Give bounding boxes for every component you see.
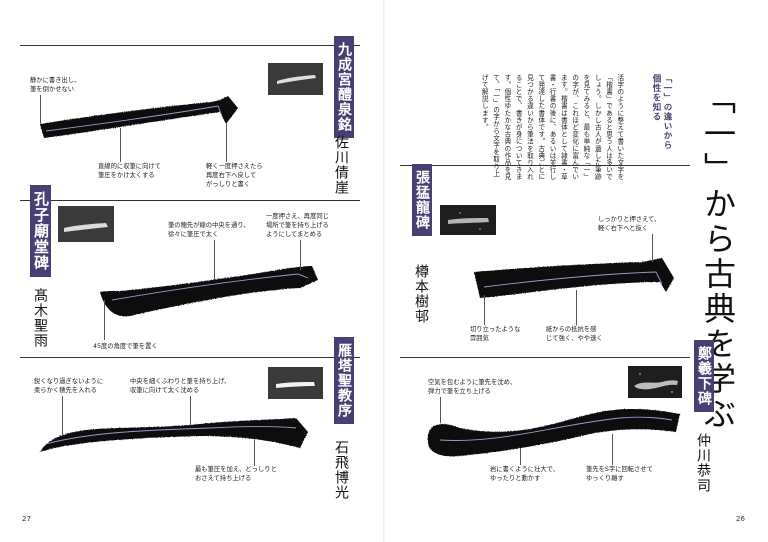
brush-stroke-teigika	[427, 408, 680, 457]
rubbing-sample	[268, 63, 323, 95]
annotation: 一度押さえ、再度同じ 場所で筆を持ち上げる ようにしてまとめる	[266, 213, 329, 238]
annotation: しっかりと押さえて、 軽く右下へと抜く	[598, 216, 661, 232]
page-gutter	[383, 0, 385, 542]
section-divider	[20, 200, 360, 201]
annotation-leader	[214, 240, 215, 280]
annotation-leader	[104, 300, 105, 340]
calligrapher-name: 仲川恭司	[695, 433, 711, 493]
rubbing-sample	[628, 366, 682, 398]
section-divider	[20, 357, 360, 358]
brush-stroke-gantoshogyojo	[40, 418, 308, 452]
brush-stroke-koshibyodo	[100, 266, 318, 317]
section-title: 雁塔聖教序	[334, 337, 354, 424]
annotation-leader	[612, 434, 613, 465]
brush-stroke-kyuseikyu	[40, 96, 238, 138]
annotation-leader	[484, 295, 485, 325]
section-title: 鄭羲下碑	[694, 340, 714, 412]
intro-subhead: 「一」の違いから 個性を知る	[651, 74, 672, 150]
intro-body: 活字のように整えて書いた文字を「楷書」であると思う人は多いでしょう。しかし古人が…	[480, 74, 624, 181]
rubbing-sample	[440, 205, 496, 235]
annotation: 鋭くなり過ぎないように 柔らかく穂先を入れる	[34, 378, 104, 394]
section-title: 九成宮醴泉銘	[334, 36, 354, 138]
section-divider	[400, 357, 690, 358]
annotation-leader	[520, 448, 521, 465]
annotation: 筆先をS字に回転させて ゆっくり離す	[586, 466, 653, 482]
annotation: 軽く一度押さえたら 再度右下へ戻して がっしりと書く	[206, 163, 263, 188]
page-number: 27	[22, 515, 31, 523]
brush-stroke-chomoryu	[474, 258, 674, 298]
calligrapher-name: 石飛博光	[333, 440, 349, 500]
annotation: 空気を包むように筆先を沈め、 弾力で筆を立ち上げる	[428, 379, 517, 395]
annotation-leader	[62, 396, 63, 436]
annotation: 岩に書くように壮大で、 ゆったりと動かす	[490, 466, 560, 482]
annotation-leader	[120, 128, 121, 162]
annotation-leader	[226, 124, 227, 162]
annotation: 45度の角度で筆を置く	[93, 343, 158, 350]
annotation: 筆の穂先が線の中央を通り、 徐々に筆圧で太く	[168, 222, 250, 238]
section-divider	[400, 165, 690, 166]
annotation-leader	[576, 290, 577, 325]
annotation-leader	[40, 95, 41, 123]
calligrapher-name: 樽本樹邨	[413, 264, 429, 324]
rubbing-sample	[58, 206, 114, 242]
rubbing-sample	[268, 367, 323, 399]
calligrapher-name: 髙木聖雨	[32, 288, 48, 348]
section-divider	[20, 45, 360, 46]
calligrapher-name: 佐川倩崖	[333, 135, 349, 195]
annotation: 切り立ったような 雰囲気	[470, 326, 521, 342]
page-number: 26	[736, 515, 745, 523]
annotation: 直線的に収筆に向けて 筆圧をかけ太くする	[98, 163, 161, 179]
section-title: 張猛龍碑	[412, 164, 432, 236]
annotation-leader	[190, 396, 191, 426]
annotation: 紙からの抵抗を感 じて強く、やや速く	[546, 326, 603, 342]
annotation-leader	[254, 440, 255, 466]
annotation-leader	[440, 397, 441, 423]
annotation: 最も筆圧を加え、どっしりと おさえて持ち上げる	[195, 466, 277, 482]
annotation: 中央を細くふわりと筆を持ち上げ、 収筆に向けて太く沈める	[130, 378, 231, 394]
annotation: 静かに書き出し、 筆を倒かせない	[30, 77, 81, 93]
annotation-leader	[652, 234, 653, 262]
annotation-leader	[300, 240, 301, 270]
section-title: 孔子廟堂碑	[30, 185, 51, 277]
